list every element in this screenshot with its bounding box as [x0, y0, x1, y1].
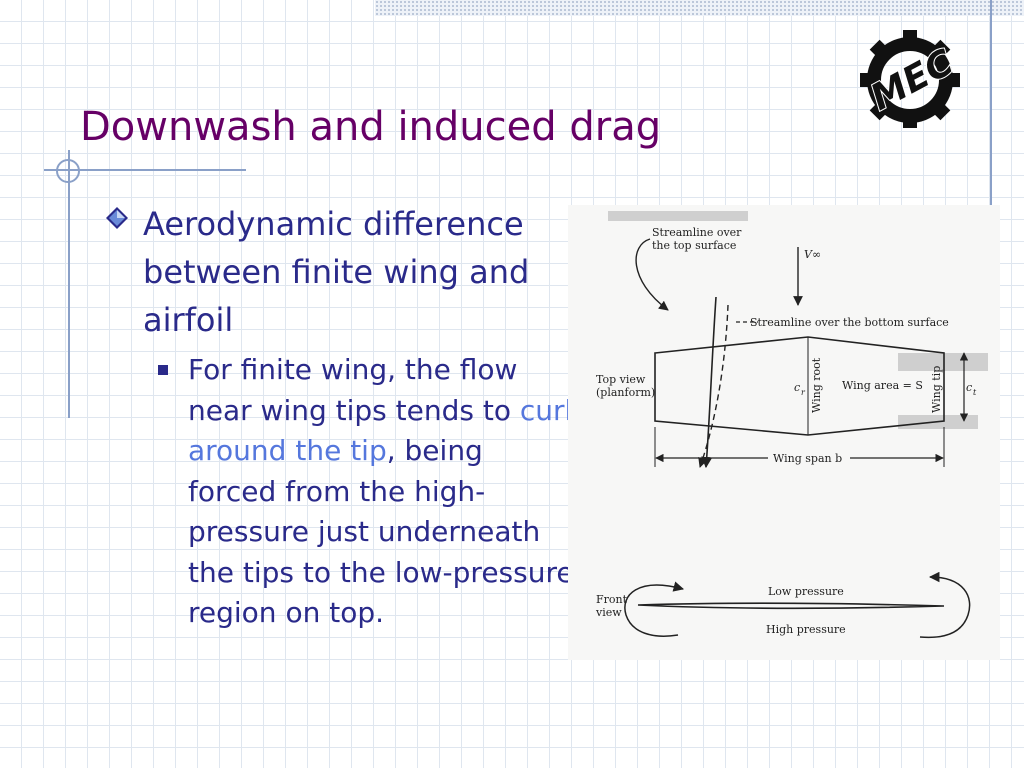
decor-horizontal-line [44, 169, 246, 171]
mec-logo: MEC [860, 30, 962, 128]
label-front-view-2: view [595, 606, 622, 619]
label-root-chord: c [794, 381, 800, 394]
label-front-view-1: Front [596, 593, 628, 606]
label-root-chord-sub: r [801, 388, 806, 397]
streamline-top [701, 296, 717, 469]
decor-vertical-line [68, 150, 70, 418]
streamline-bottom [698, 304, 729, 468]
bullet2-text-after: , being forced from the high-pressure ju… [188, 434, 574, 629]
bullet-level1-text: Aerodynamic difference between finite wi… [143, 205, 530, 339]
wing-front-section [637, 602, 945, 610]
slide-title: Downwash and induced drag [80, 104, 662, 150]
label-tip-chord: c [966, 381, 972, 394]
bullet-level2-text: For finite wing, the flow near wing tips… [188, 350, 578, 634]
label-low-pressure: Low pressure [768, 585, 844, 598]
decor-circle [56, 159, 80, 183]
label-streamline-top-2: the top surface [652, 239, 736, 252]
diamond-bullet-icon [106, 207, 128, 229]
bullet2-highlight: curl around the tip [188, 393, 573, 468]
label-top-view-1: Top view [596, 373, 646, 386]
bullet2-text-before: For finite wing, the flow near wing tips… [188, 353, 520, 427]
label-wing-span: Wing span b [773, 452, 842, 465]
label-top-view-2: (planform) [596, 386, 655, 399]
bullet-level2: For finite wing, the flow near wing tips… [158, 350, 578, 634]
label-wing-area: Wing area = S [842, 379, 923, 392]
label-tip-chord-sub: t [973, 388, 977, 397]
square-bullet-icon [158, 365, 168, 375]
tip-vortex-right [919, 571, 971, 639]
wing-diagram-figure: Streamline over the top surface V∞ Strea… [568, 205, 1000, 660]
label-freestream: V∞ [804, 248, 821, 261]
top-dotted-band [375, 0, 1024, 16]
label-high-pressure: High pressure [766, 623, 846, 636]
arrow-streamline-top-pointer [635, 238, 669, 311]
bullet-level1: Aerodynamic difference between finite wi… [105, 200, 565, 344]
label-wing-tip: Wing tip [930, 366, 943, 413]
label-streamline-top-1: Streamline over [652, 226, 742, 239]
label-wing-root: Wing root [810, 357, 823, 413]
label-streamline-bottom: Streamline over the bottom surface [750, 316, 949, 329]
decor-vertical-line-right [990, 0, 992, 205]
tip-vortex-left [624, 581, 685, 637]
